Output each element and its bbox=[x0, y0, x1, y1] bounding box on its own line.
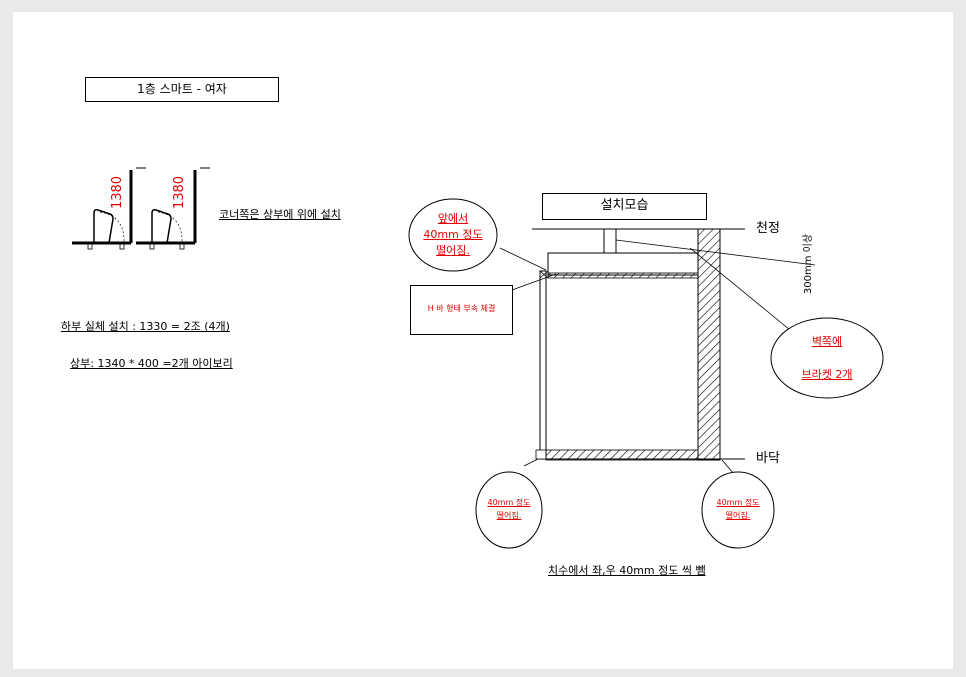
page-title: 1층 스마트 - 여자 bbox=[137, 82, 227, 96]
height-dimension-2: 1380 bbox=[172, 175, 188, 210]
partition-plan-left bbox=[72, 167, 146, 250]
callout-bottom-right-line-1: 40mm 정도 bbox=[716, 498, 760, 507]
note-bottom-install: 하부 실체 설치 : 1330 = 2조 (4개) bbox=[61, 320, 230, 333]
label-ceiling: 천정 bbox=[756, 221, 780, 236]
callout-bottom-right-bubble bbox=[701, 471, 775, 549]
installation-header: 설치모습 bbox=[600, 198, 649, 213]
callout-bottom-left-line-2: 떨어짐. bbox=[496, 511, 522, 520]
label-floor: 바닥 bbox=[756, 451, 780, 466]
footer-note: 치수에서 좌,우 40mm 정도 씩 뺌 bbox=[548, 564, 706, 577]
callout-wall-line-2: 브라켓 2개 bbox=[801, 368, 853, 381]
callout-wall-bubble bbox=[770, 317, 884, 399]
partition-plan-right bbox=[136, 167, 210, 250]
callout-bottom-right-line-2: 떨어짐. bbox=[725, 511, 751, 520]
callout-front-line-1: 앞에서 bbox=[437, 212, 469, 225]
callout-front-bubble bbox=[408, 198, 498, 272]
installation-header-box bbox=[542, 193, 707, 220]
callout-hbar-box bbox=[410, 285, 513, 335]
title-box bbox=[85, 77, 279, 102]
callout-front-line-3: 떨어짐. bbox=[436, 244, 470, 257]
installation-drawing bbox=[499, 228, 816, 489]
label-300mm: 300mm 이상 bbox=[803, 233, 815, 295]
callout-wall-line-1: 벽쪽에 bbox=[811, 335, 843, 348]
note-corner: 코너쪽은 상부에 위에 설치 bbox=[219, 208, 341, 221]
callout-hbar-text: H 바 형태 부속 체결 bbox=[427, 304, 496, 313]
callout-front-line-2: 40mm 정도 bbox=[423, 228, 483, 241]
height-dimension-1: 1380 bbox=[110, 175, 126, 210]
callout-bottom-left-line-1: 40mm 정도 bbox=[487, 498, 531, 507]
callout-bottom-left-bubble bbox=[475, 471, 543, 549]
note-top-install: 상부: 1340 * 400 =2개 아이보리 bbox=[70, 357, 233, 370]
